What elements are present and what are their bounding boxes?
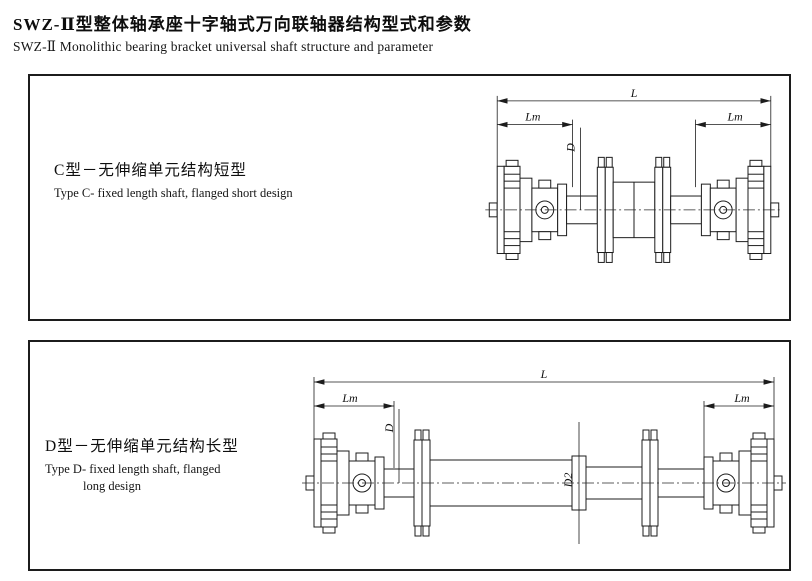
type-c-dim-d: D (564, 127, 581, 210)
type-d-technical-drawing: L Lm Lm D D2 (302, 368, 786, 544)
type-c-dim-label-l: L (630, 86, 638, 100)
type-d-dim-lm-left: Lm (314, 391, 395, 468)
type-d-dim-label-lm-right: Lm (733, 391, 750, 405)
type-c-dimensions: L Lm Lm D (496, 86, 772, 210)
panel-type-d: D型－无伸缩单元结构长型 Type D- fixed length shaft,… (28, 340, 791, 571)
panel-type-c: C型－无伸缩单元结构短型 Type C- fixed length shaft,… (28, 74, 791, 321)
type-c-label-chinese: C型－无伸缩单元结构短型 (54, 162, 247, 179)
type-d-dimensions: L Lm Lm D D2 (313, 368, 775, 544)
type-c-label-english: Type C- fixed length shaft, flanged shor… (54, 186, 293, 200)
type-d-label-english-line2: long design (83, 479, 141, 493)
type-c-dim-lm-right: Lm (695, 110, 771, 188)
type-c-dim-label-lm-right: Lm (727, 110, 744, 124)
page-title-chinese: SWZ-Ⅱ型整体轴承座十字轴式万向联轴器结构型式和参数 (13, 15, 472, 34)
type-d-dim-label-d: D (382, 423, 396, 433)
page-title-english: SWZ-Ⅱ Monolithic bearing bracket univers… (13, 39, 434, 54)
type-c-dim-lm-left: Lm (497, 110, 573, 188)
type-c-dim-label-lm-left: Lm (524, 110, 541, 124)
type-c-technical-drawing: L Lm Lm D (485, 86, 783, 263)
type-c-label-block: C型－无伸缩单元结构短型 Type C- fixed length shaft,… (54, 158, 293, 201)
type-d-dim-d2: D2 (561, 422, 580, 544)
type-c-dim-l: L (496, 86, 772, 167)
type-c-dim-label-d: D (564, 143, 578, 153)
type-d-label-english-line1: Type D- fixed length shaft, flanged (45, 462, 221, 476)
type-d-label-block: D型－无伸缩单元结构长型 Type D- fixed length shaft,… (45, 434, 239, 494)
type-d-dim-lm-right: Lm (703, 391, 774, 468)
type-d-dim-label-lm-left: Lm (341, 391, 358, 405)
type-d-dim-label-l: L (540, 368, 548, 381)
type-d-dim-label-d2: D2 (561, 473, 575, 489)
type-d-dim-d: D (382, 409, 400, 483)
type-d-label-chinese: D型－无伸缩单元结构长型 (45, 438, 239, 455)
